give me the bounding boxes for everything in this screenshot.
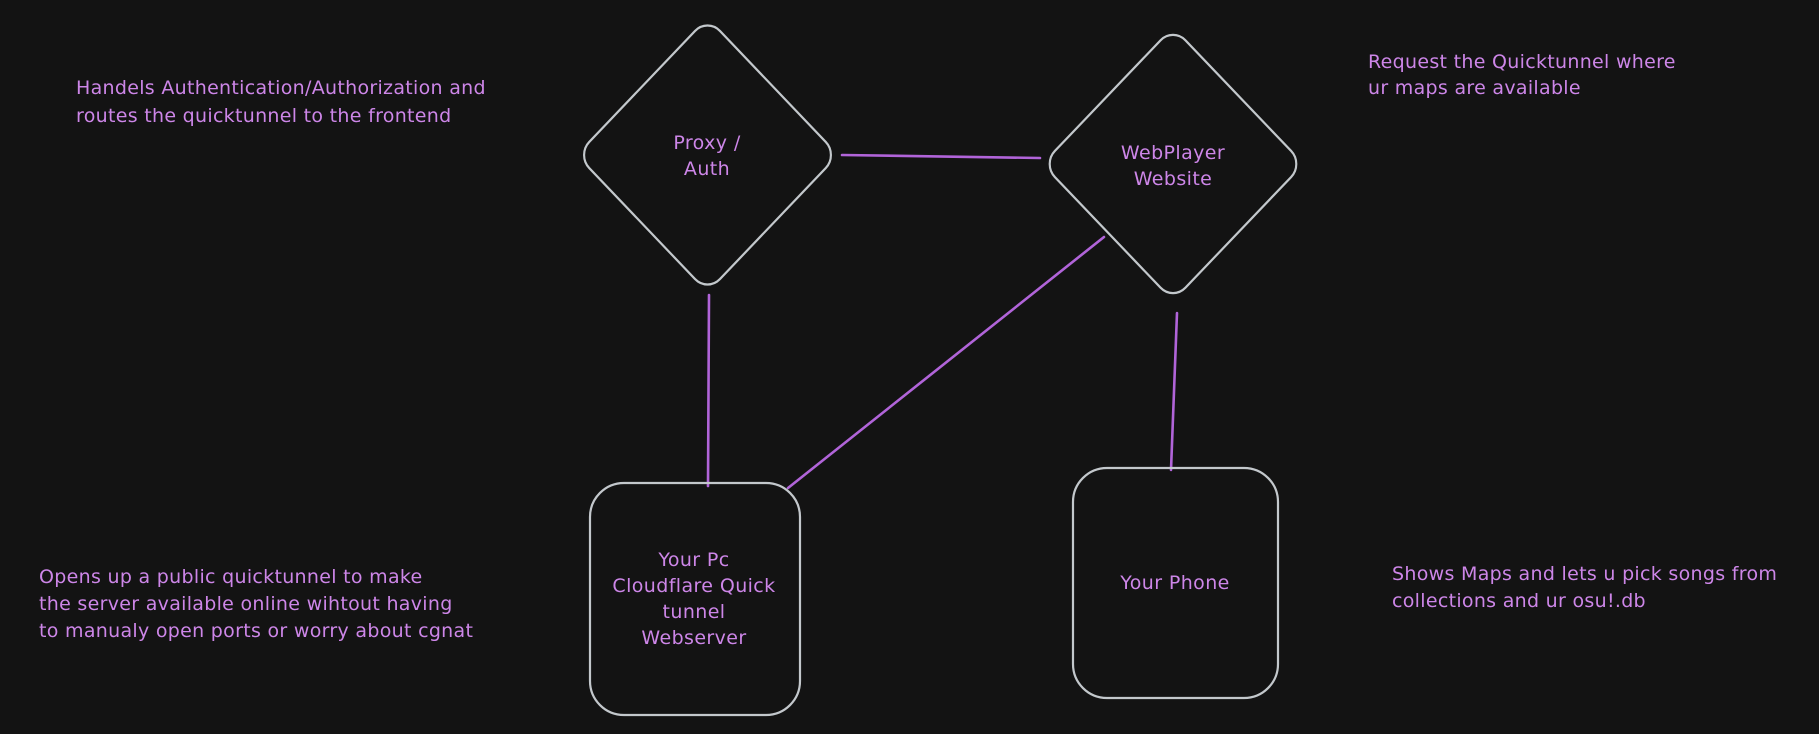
node-your-pc-webserver-label: Your Pc Cloudflare Quick tunnel Webserve… bbox=[612, 547, 775, 651]
node-webplayer-website-label: WebPlayer Website bbox=[1121, 140, 1225, 192]
label-line: WebPlayer bbox=[1120, 142, 1226, 164]
annotation-phone-note[interactable]: Shows Maps and lets u pick songs from co… bbox=[1392, 561, 1777, 615]
annotation-line: Opens up a public quicktunnel to make bbox=[39, 566, 423, 588]
annotation-line: the server available online wihtout havi… bbox=[39, 593, 453, 615]
annotation-line: to manualy open ports or worry about cgn… bbox=[39, 620, 474, 642]
label-line: Cloudflare Quick bbox=[612, 575, 776, 597]
annotation-webplayer-note[interactable]: Request the Quicktunnel where ur maps ar… bbox=[1368, 49, 1676, 101]
label-line: Webserver bbox=[641, 627, 747, 649]
annotation-line: Request the Quicktunnel where bbox=[1368, 51, 1676, 73]
annotation-line: collections and ur osu!.db bbox=[1392, 590, 1646, 612]
label-line: tunnel bbox=[662, 601, 726, 623]
edge-webplayer-to-phone[interactable] bbox=[1169, 311, 1179, 472]
node-your-phone-label: Your Phone bbox=[1120, 570, 1229, 596]
annotation-line: Shows Maps and lets u pick songs from bbox=[1392, 563, 1778, 585]
edge-proxy-to-pc[interactable] bbox=[706, 293, 711, 488]
label-line: Auth bbox=[683, 158, 731, 180]
annotation-line: routes the quicktunnel to the frontend bbox=[76, 105, 452, 127]
annotation-webserver-note[interactable]: Opens up a public quicktunnel to make th… bbox=[39, 564, 473, 645]
label-line: Website bbox=[1133, 168, 1213, 190]
edge-proxy-to-webplayer[interactable] bbox=[840, 153, 1042, 160]
node-your-pc-webserver-shape[interactable] bbox=[588, 481, 802, 717]
label-line: Proxy / bbox=[673, 132, 741, 154]
node-webplayer-website-shape[interactable] bbox=[1042, 27, 1303, 300]
node-your-phone-shape[interactable] bbox=[1071, 466, 1280, 700]
annotation-line: ur maps are available bbox=[1368, 77, 1581, 99]
node-proxy-auth-label: Proxy / Auth bbox=[673, 130, 740, 182]
annotation-line: Handels Authentication/Authorization and bbox=[76, 77, 486, 99]
annotation-proxy-note[interactable]: Handels Authentication/Authorization and… bbox=[76, 74, 486, 130]
label-line: Your Phone bbox=[1120, 572, 1230, 594]
node-proxy-auth-shape[interactable] bbox=[577, 18, 838, 292]
edge-webplayer-to-pc[interactable] bbox=[786, 235, 1106, 490]
label-line: Your Pc bbox=[658, 549, 730, 571]
